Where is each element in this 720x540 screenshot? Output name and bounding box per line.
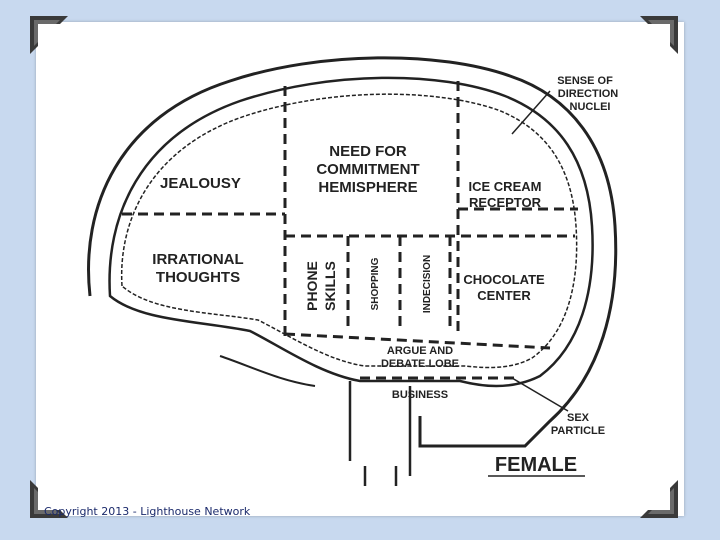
- label-chocolate-line2: CENTER: [477, 288, 531, 303]
- label-argue-line1: ARGUE AND: [387, 345, 453, 357]
- label-argue-line2: DEBATE LOBE: [381, 358, 459, 370]
- label-business: BUSINESS: [392, 389, 448, 401]
- label-commitment-line3: HEMISPHERE: [318, 179, 417, 196]
- brain-inner-border: [122, 94, 577, 367]
- copyright-footer: Copyright 2013 - Lighthouse Network: [44, 505, 250, 518]
- label-commitment-line2: COMMITMENT: [316, 161, 419, 178]
- callout-direction-pointer: [512, 91, 550, 134]
- callout-direction-line2: DIRECTION: [558, 88, 619, 100]
- photo-corner-top-right: [640, 16, 678, 54]
- callout-direction-line1: SENSE OF: [557, 75, 613, 87]
- label-phone-line1: PHONE: [304, 261, 320, 311]
- photo-corner-bottom-right: [640, 480, 678, 518]
- female-brain-diagram: JEALOUSY NEED FOR COMMITMENT HEMISPHERE …: [80, 36, 640, 486]
- label-jealousy: JEALOUSY: [160, 175, 241, 192]
- label-irrational-line1: IRRATIONAL: [152, 251, 243, 268]
- label-indecision: INDECISION: [422, 255, 433, 313]
- label-shopping: SHOPPING: [370, 257, 381, 310]
- label-ice-cream-line1: ICE CREAM: [469, 179, 542, 194]
- callout-sex-pointer: [512, 378, 568, 411]
- label-chocolate-line1: CHOCOLATE: [463, 272, 545, 287]
- label-commitment-line1: NEED FOR: [329, 143, 407, 160]
- callout-direction-line3: NUCLEI: [570, 101, 611, 113]
- label-ice-cream-line2: RECEPTOR: [469, 195, 542, 210]
- callout-sex-line2: PARTICLE: [551, 425, 605, 437]
- photo-corner-top-left: [30, 16, 68, 54]
- label-irrational-line2: THOUGHTS: [156, 269, 240, 286]
- callout-sex-line1: SEX: [567, 412, 590, 424]
- diagram-caption: FEMALE: [495, 454, 577, 476]
- label-phone-line2: SKILLS: [322, 261, 338, 311]
